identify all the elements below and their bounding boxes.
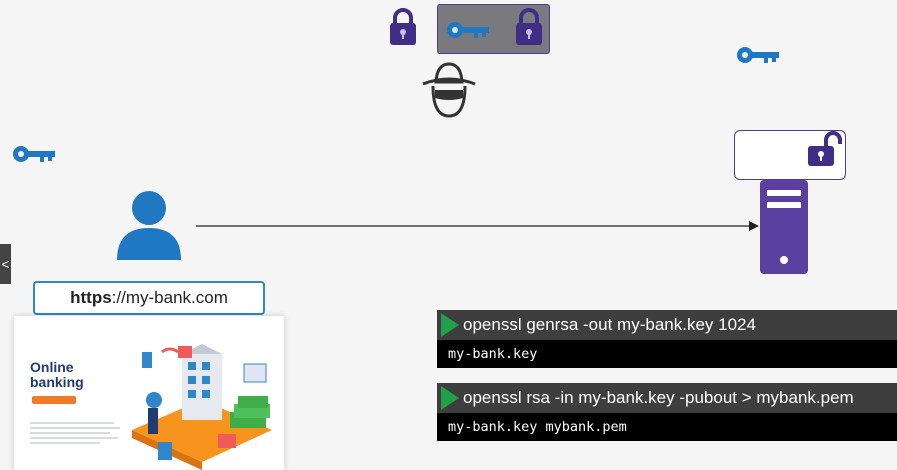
card-text-line — [30, 427, 120, 429]
play-icon — [441, 386, 459, 410]
card-text-line — [30, 432, 110, 434]
command-output: my-bank.key — [448, 346, 538, 362]
slide-back-tab[interactable]: < — [0, 244, 11, 284]
open-padlock-icon — [806, 131, 846, 167]
card-title-line1: Online — [30, 359, 74, 375]
card-text-line — [30, 422, 114, 424]
padlock-icon — [388, 7, 418, 47]
card-text-line — [30, 437, 118, 439]
card-title-line2: banking — [30, 374, 84, 390]
server-icon — [759, 180, 809, 274]
key-icon — [446, 21, 490, 39]
command-output: my-bank.key mybank.pem — [448, 419, 627, 435]
request-arrow — [196, 220, 760, 232]
url-scheme: https — [70, 288, 112, 307]
hacker-icon — [419, 60, 479, 120]
user-icon — [115, 190, 183, 260]
command-output-bar: my-bank.key mybank.pem — [437, 413, 897, 441]
banking-illustration — [122, 330, 282, 470]
command-bar: openssl genrsa -out my-bank.key 1024 — [437, 310, 897, 340]
card-title: Online banking — [30, 360, 120, 390]
key-icon — [736, 46, 780, 64]
url-host: ://my-bank.com — [111, 288, 228, 307]
padlock-icon — [514, 7, 544, 47]
play-icon — [441, 313, 459, 337]
command-text: openssl rsa -in my-bank.key -pubout > my… — [463, 388, 854, 407]
card-text-line — [30, 442, 100, 444]
url-address-box[interactable]: https://my-bank.com — [33, 281, 265, 315]
command-text: openssl genrsa -out my-bank.key 1024 — [463, 315, 756, 334]
command-output-bar: my-bank.key — [437, 340, 897, 368]
command-bar: openssl rsa -in my-bank.key -pubout > my… — [437, 383, 897, 413]
key-icon — [12, 145, 56, 163]
online-banking-card: Online banking — [14, 316, 284, 470]
card-button — [32, 396, 76, 404]
